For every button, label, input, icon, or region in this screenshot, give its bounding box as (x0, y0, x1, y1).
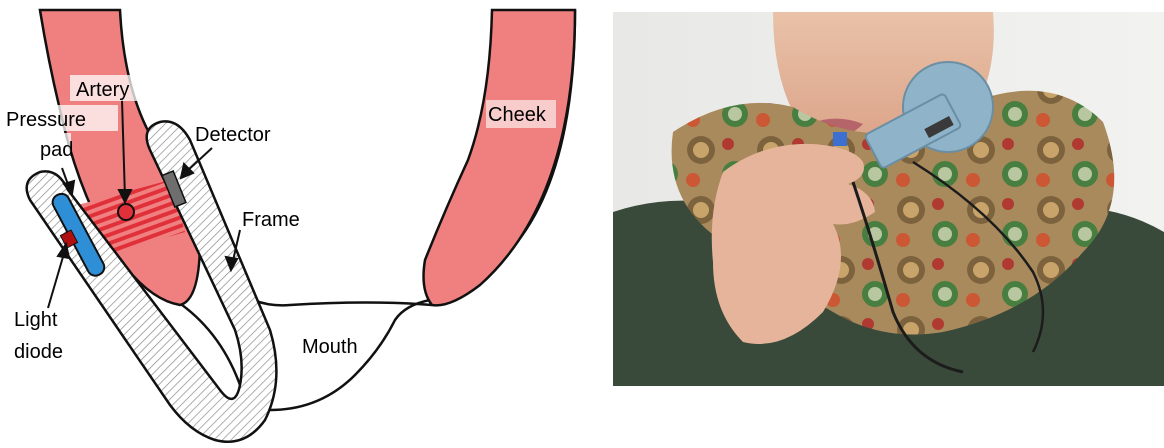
person-using-cheek-sensor-photo (613, 12, 1164, 386)
label-cheek: Cheek (488, 104, 547, 126)
label-artery: Artery (76, 79, 129, 101)
label-light-line1: Light (14, 309, 58, 331)
label-pressure-line1: Pressure (6, 109, 86, 131)
label-pressure-line2: pad (40, 139, 73, 161)
label-light-line2: diode (14, 341, 63, 363)
label-detector: Detector (195, 124, 271, 146)
label-mouth: Mouth (302, 336, 358, 358)
cheek-sensor-diagram: Artery Pressure pad Detector Cheek Frame… (0, 0, 600, 448)
artery-circle (118, 204, 134, 220)
label-frame: Frame (242, 209, 300, 231)
